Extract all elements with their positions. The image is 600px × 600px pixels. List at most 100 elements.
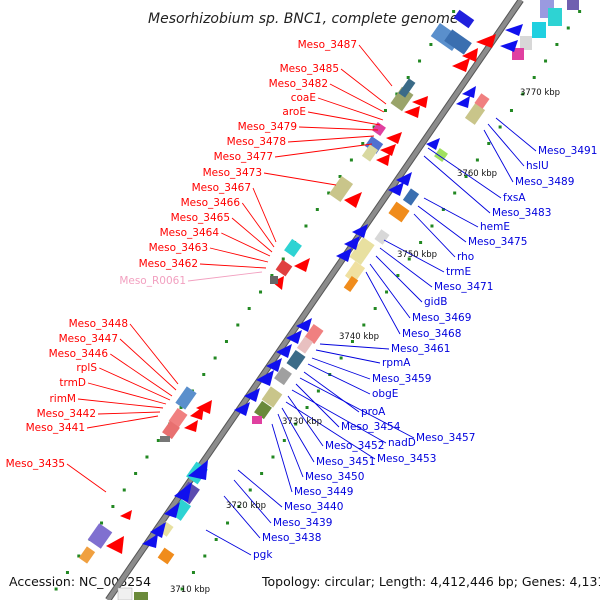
track-tick: [203, 554, 207, 558]
track-tick: [316, 389, 320, 393]
leader-line: [295, 383, 340, 428]
gene-block: [175, 386, 197, 410]
gene-label: Meso_3453: [377, 453, 436, 465]
gene-block: [162, 420, 180, 440]
gene-label: fxsA: [503, 192, 526, 204]
track-tick: [259, 290, 263, 294]
track-tick: [362, 323, 366, 327]
gene-label: Meso_3446: [49, 348, 109, 360]
track-tick: [509, 109, 513, 112]
leader-line: [423, 155, 491, 214]
track-tick: [418, 59, 422, 63]
track-tick: [385, 290, 389, 294]
feature-track: [78, 0, 579, 600]
genome-summary-text: Topology: circular; Length: 4,412,446 bp…: [261, 574, 600, 589]
gene-label: Meso_3469: [412, 312, 471, 324]
leader-line: [233, 479, 272, 524]
track-tick: [429, 43, 433, 46]
track-tick: [396, 274, 400, 277]
track-tick: [134, 472, 138, 475]
gene-block: [344, 261, 366, 283]
track-tick: [395, 92, 399, 96]
track-tick: [521, 92, 525, 96]
leader-line: [298, 126, 379, 131]
track-tick: [498, 125, 502, 129]
gene-arrow: [336, 248, 352, 262]
gene-arrow: [462, 48, 478, 62]
leader-line: [287, 395, 324, 447]
gene-arrow: [452, 58, 470, 72]
track-tick: [487, 142, 491, 145]
gene-block: [286, 350, 306, 370]
gene-label: Meso_3478: [227, 136, 286, 148]
gene-arrow: [188, 460, 208, 480]
gene-label: Meso_3482: [269, 78, 328, 90]
gene-label: Meso_3450: [305, 471, 364, 483]
gene-label: Meso_R0061: [119, 275, 186, 287]
reverse-strand-labels: Meso_3491 hslU Meso_3489 fxsA Meso_3483 …: [253, 145, 597, 561]
gene-label: Meso_3465: [171, 212, 230, 224]
gene-block: [252, 416, 262, 424]
scale-tick-label: 3730 kbp: [282, 417, 322, 427]
gene-arrow: [286, 330, 302, 344]
gene-block: [474, 93, 490, 109]
gene-arrow: [296, 318, 312, 332]
leader-line: [319, 343, 390, 350]
track-tick: [77, 554, 81, 558]
gene-label: coaE: [291, 92, 316, 104]
leader-line: [271, 423, 293, 493]
leader-line: [209, 247, 269, 263]
gene-block: [117, 587, 133, 600]
leader-line: [307, 111, 381, 126]
track-tick: [441, 208, 445, 211]
gene-block: [328, 175, 354, 203]
scale-tick-label: 3760 kbp: [457, 169, 497, 179]
gene-label: Meso_3451: [316, 456, 375, 468]
gene-label: trmD: [59, 377, 86, 389]
track-tick: [111, 505, 115, 508]
leader-line: [274, 143, 373, 158]
track-tick: [281, 257, 285, 261]
gene-arrow: [352, 224, 368, 238]
track-tick: [578, 10, 582, 13]
gene-block: [304, 324, 324, 344]
leader-line: [317, 97, 384, 121]
gene-label: hemE: [480, 221, 510, 233]
gene-label: Meso_3438: [262, 532, 321, 544]
gene-block: [532, 22, 546, 38]
scale-tick-label: 3710 kbp: [170, 585, 210, 595]
gene-block: [512, 48, 524, 60]
gene-block: [434, 148, 448, 162]
gene-label: Meso_3464: [160, 227, 220, 239]
gene-arrow: [344, 192, 362, 208]
gene-arrow: [184, 420, 198, 432]
gene-block: [275, 259, 293, 277]
gene-block: [296, 336, 314, 354]
leader-line: [237, 469, 283, 508]
gene-label: rplS: [76, 362, 97, 374]
scale-tick-label: 3720 kbp: [226, 501, 266, 511]
track-tick: [383, 109, 387, 112]
gene-block: [464, 103, 486, 125]
leader-line: [66, 463, 107, 493]
gene-label: Meso_3441: [26, 422, 85, 434]
gene-label: Meso_3461: [391, 343, 450, 355]
gene-arrow: [386, 132, 402, 144]
track-tick: [247, 307, 251, 310]
leader-line: [252, 187, 277, 243]
track-tick: [452, 10, 456, 13]
track-tick: [544, 59, 548, 63]
track-tick: [248, 488, 252, 492]
track-tick: [373, 307, 377, 310]
gene-arrow: [456, 96, 470, 108]
gene-arrow: [380, 144, 396, 156]
leader-line: [383, 239, 445, 273]
gene-block: [520, 36, 532, 50]
gene-label: Meso_3468: [402, 328, 461, 340]
track-tick: [213, 356, 217, 360]
leader-line: [375, 255, 423, 303]
gene-label: Meso_3452: [325, 440, 384, 452]
gene-arrow: [256, 370, 274, 386]
track-tick: [430, 224, 434, 228]
